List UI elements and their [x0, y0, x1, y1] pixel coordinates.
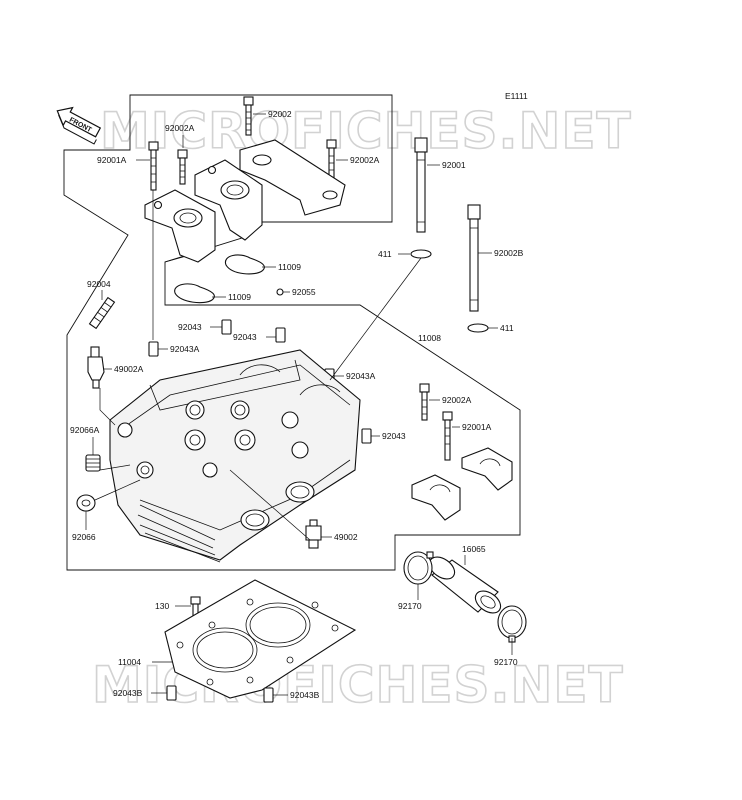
- bolt-92001a-left: [148, 141, 159, 191]
- callout-92001a-left: 92001A: [97, 155, 127, 165]
- callout-130: 130: [155, 601, 169, 611]
- camshaft-cap-right: [239, 139, 346, 216]
- callout-92170-a: 92170: [398, 601, 422, 611]
- gasket-11009-a: [224, 254, 265, 275]
- callout-92002a-lower: 92002A: [442, 395, 472, 405]
- gasket-11009-b: [174, 283, 215, 304]
- watermark-bottom: MICROFICHES.NET: [92, 656, 624, 714]
- callout-49002a: 49002A: [114, 364, 144, 374]
- camshaft-cap-lower-right: [461, 447, 513, 491]
- callout-92002a-left: 92002A: [165, 123, 195, 133]
- stud-92001: [414, 137, 428, 233]
- dowel-92043-a: [221, 319, 232, 335]
- callout-11009-b: 11009: [228, 292, 251, 302]
- leader-lines: [85, 113, 513, 696]
- cylinder-head: [109, 349, 361, 563]
- dowel-92043b-right: [263, 687, 274, 703]
- camshaft-cap-lower-left: [411, 474, 461, 521]
- bolt-92002a-right: [326, 139, 337, 181]
- dowel-92043-b: [275, 327, 286, 343]
- clamp-92170-a: [403, 551, 434, 585]
- washer-411-a: [410, 249, 432, 259]
- bolt-92002a-lower: [419, 383, 430, 421]
- callout-92002b: 92002B: [494, 248, 524, 258]
- intake-pipe-16065: [428, 556, 502, 614]
- dowel-92043b-left: [166, 685, 177, 701]
- callout-16065: 16065: [462, 544, 486, 554]
- callout-92043b-right: 92043B: [290, 690, 320, 700]
- callout-411-b: 411: [500, 323, 514, 333]
- callout-92043b-left: 92043B: [113, 688, 143, 698]
- callout-92043-a: 92043: [178, 322, 202, 332]
- watermark-top: MICROFICHES.NET: [100, 102, 632, 160]
- callout-11004: 11004: [118, 657, 141, 667]
- rocker-bracket-left: [144, 189, 216, 263]
- diagram-code: E1111: [505, 91, 528, 101]
- stud-92002b: [467, 204, 481, 312]
- callout-92043a-left: 92043A: [170, 344, 200, 354]
- stud-92004: [88, 296, 116, 330]
- plug-92066a: [85, 454, 101, 472]
- callout-92043-b: 92043: [233, 332, 257, 342]
- callout-92066: 92066: [72, 532, 96, 542]
- callout-92066a: 92066A: [70, 425, 100, 435]
- callout-labels: 92002 92002A 92001A 92002A 92001 11009 1…: [70, 109, 524, 700]
- head-gasket-11004: [164, 579, 357, 699]
- callout-92004: 92004: [87, 279, 111, 289]
- callout-92001: 92001: [442, 160, 466, 170]
- rocker-bracket-middle: [194, 159, 263, 241]
- dowel-92043a-left: [148, 341, 159, 357]
- dowel-92043-c: [361, 428, 372, 444]
- front-arrow-icon: FRONT: [56, 106, 102, 145]
- callout-92170-b: 92170: [494, 657, 518, 667]
- sensor-49002a: [87, 346, 105, 389]
- callout-92001a-lower: 92001A: [462, 422, 492, 432]
- callout-411-a: 411: [378, 249, 392, 259]
- bolt-92002a-left: [177, 149, 188, 185]
- callout-92002-top: 92002: [268, 109, 292, 119]
- sensor-49002: [305, 519, 322, 549]
- cap-92066: [76, 494, 96, 512]
- callout-92043a-right: 92043A: [346, 371, 376, 381]
- callout-92043-c: 92043: [382, 431, 406, 441]
- callout-49002: 49002: [334, 532, 358, 542]
- washer-411-b: [467, 323, 489, 333]
- callout-11008: 11008: [418, 333, 441, 343]
- callout-92055: 92055: [292, 287, 316, 297]
- callout-92002a-right: 92002A: [350, 155, 380, 165]
- callout-11009-a: 11009: [278, 262, 301, 272]
- bolt-92002-top: [243, 96, 254, 136]
- bolt-92001a-lower: [442, 411, 453, 461]
- o-ring-92055: [276, 288, 284, 296]
- clamp-92170-b: [497, 605, 527, 643]
